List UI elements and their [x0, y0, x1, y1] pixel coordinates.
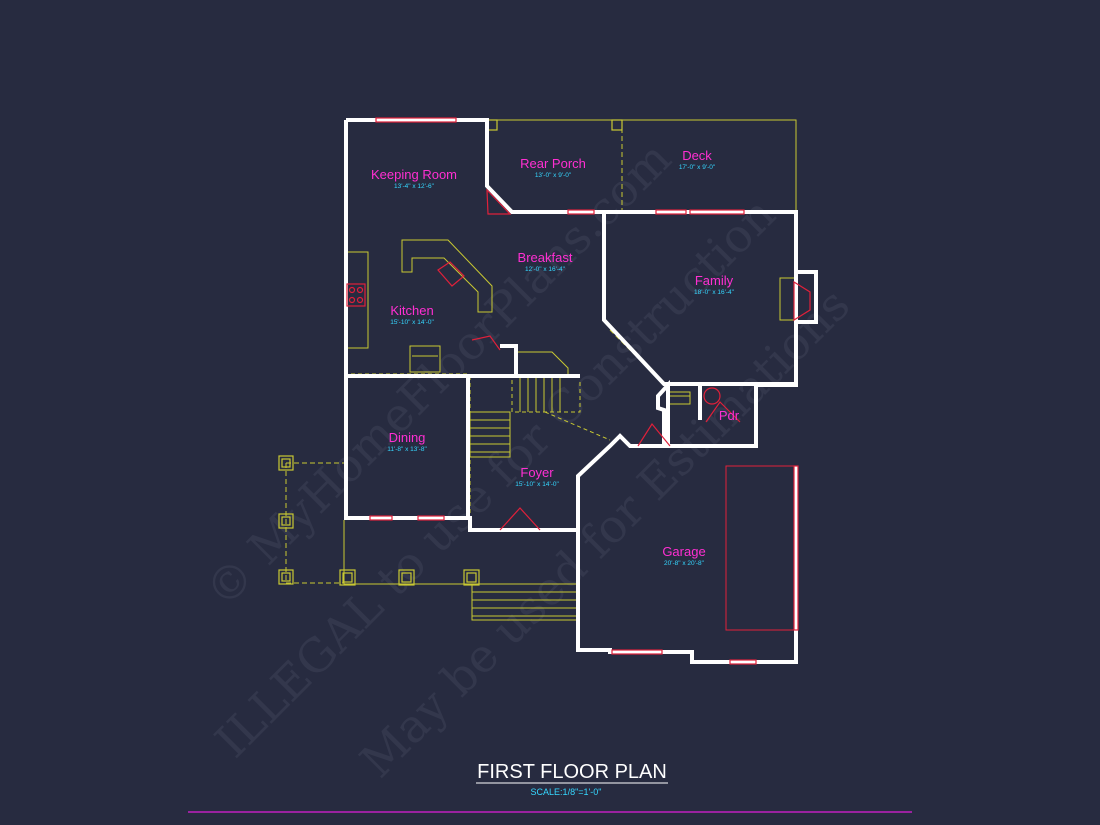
title-block: FIRST FLOOR PLAN SCALE:1/8"=1'-0": [188, 761, 912, 813]
label-deck: Deck: [682, 148, 712, 163]
label-breakfast: Breakfast: [518, 250, 573, 265]
kitchen-counter-left: [348, 251, 369, 349]
fireplace-bump: [796, 270, 818, 324]
cooktop: [346, 283, 366, 307]
dim-dining: 11'-8" x 13'-8": [387, 446, 427, 453]
dim-family: 18'-0" x 16'-4": [694, 289, 735, 296]
label-pdr: Pdr: [719, 408, 740, 423]
doors-windows: [346, 117, 811, 665]
dim-deck: 17'-0" x 9'-0": [679, 164, 716, 171]
dim-kitchen: 15'-10" x 14'-0": [390, 319, 434, 326]
pdr-toilet: [703, 387, 721, 405]
pergola-outline: [285, 462, 344, 584]
exterior-wall-main: [346, 118, 798, 664]
room-labels: Keeping Room 13'-4" x 12'-6" Rear Porch …: [371, 148, 740, 567]
watermark: © MyHomeFloorPlans.com ILLEGAL to use fo…: [195, 131, 860, 788]
dim-keeping-room: 13'-4" x 12'-6": [394, 183, 435, 190]
kitchen-sink: [437, 261, 465, 287]
kitchen-appliance: [409, 345, 441, 373]
label-keeping-room: Keeping Room: [371, 167, 457, 182]
label-family: Family: [695, 273, 734, 288]
window-keeping-room: [375, 117, 457, 123]
label-kitchen: Kitchen: [390, 303, 433, 318]
kitchen-island: [401, 239, 493, 313]
plan-scale: SCALE:1/8"=1'-0": [531, 787, 602, 797]
front-door-swing: [499, 507, 541, 531]
family-wall: [602, 212, 796, 386]
dim-garage: 20'-8" x 20'-8": [664, 560, 705, 567]
dim-breakfast: 12'-0" x 16'-4": [525, 266, 566, 273]
porch-columns: [278, 119, 623, 586]
walls: [344, 118, 818, 664]
label-foyer: Foyer: [520, 465, 554, 480]
porch-deck-outline: [487, 119, 797, 212]
label-garage: Garage: [662, 544, 705, 559]
rear-door-swing: [486, 188, 512, 215]
staircase: [469, 351, 581, 458]
plan-title: FIRST FLOOR PLAN: [477, 761, 667, 783]
label-dining: Dining: [389, 430, 426, 445]
label-rear-porch: Rear Porch: [520, 156, 586, 171]
dim-rear-porch: 13'-0" x 9'-0": [535, 172, 572, 179]
front-porch-outline: [343, 520, 578, 585]
dim-foyer: 15'-10" x 14'-0": [515, 481, 559, 488]
garage-car-space: [725, 465, 799, 631]
fireplace-hearth: [793, 280, 811, 322]
dining-wall: [346, 374, 470, 518]
